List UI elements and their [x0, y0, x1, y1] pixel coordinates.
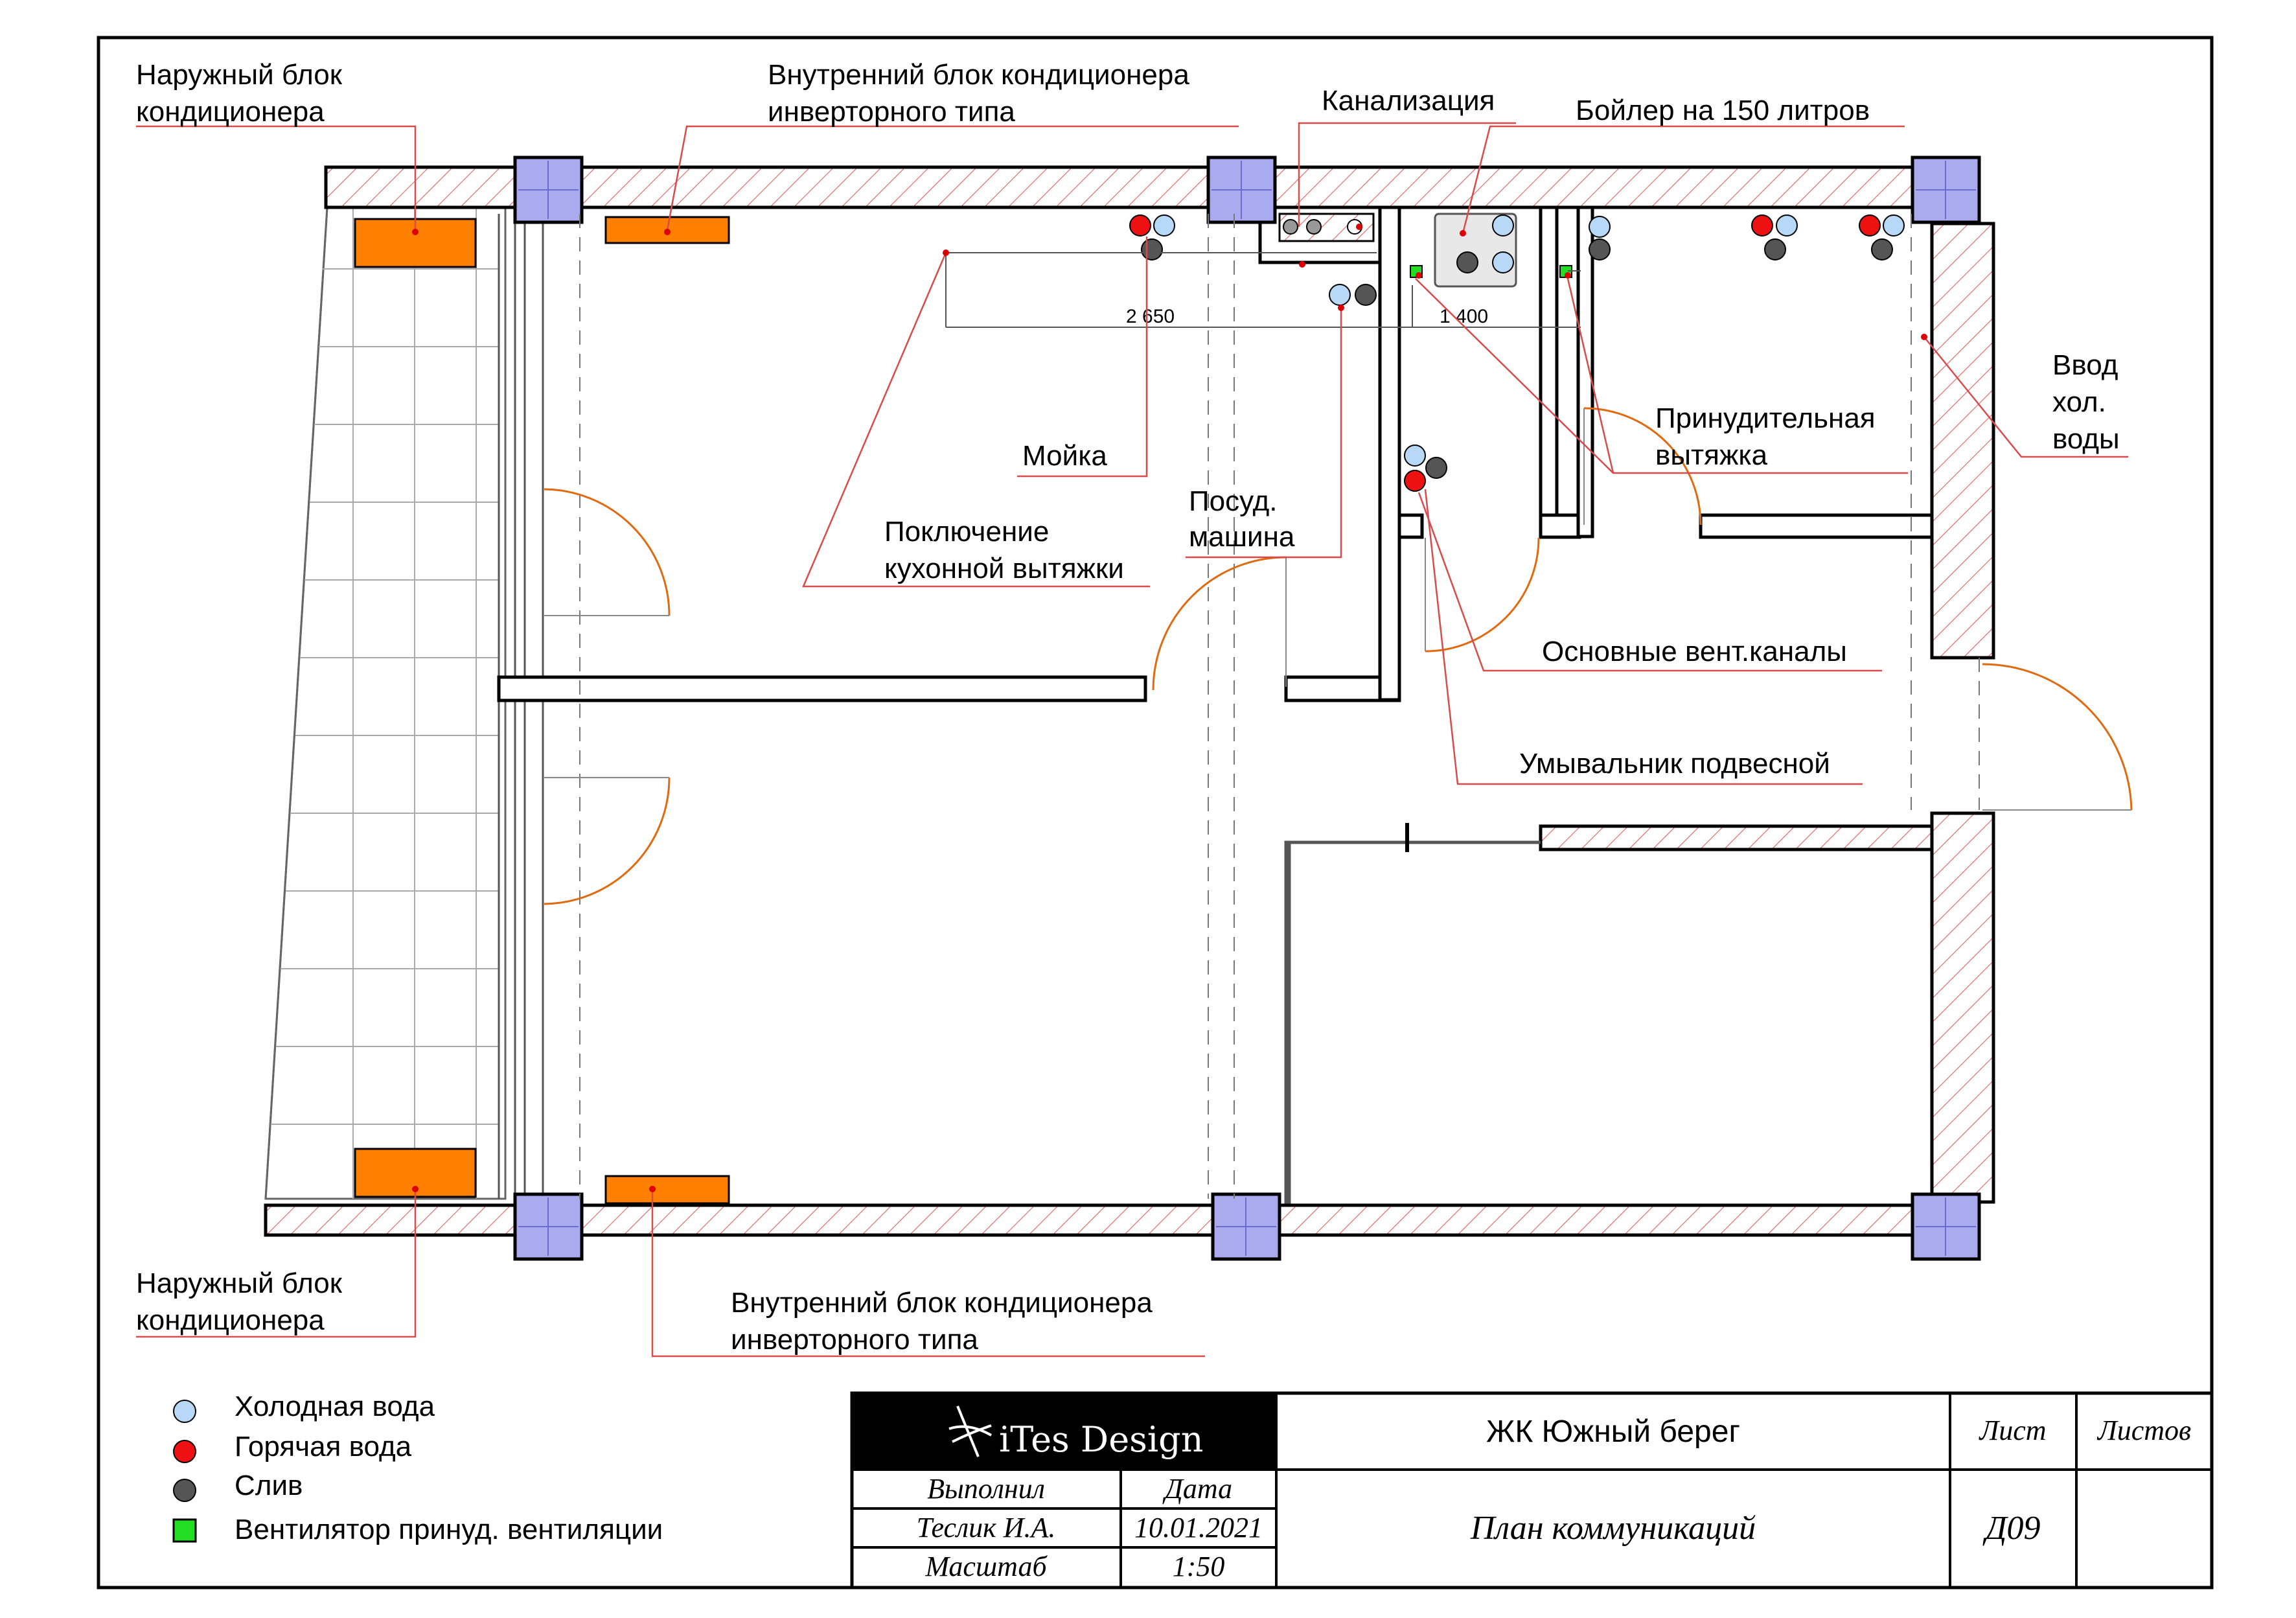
label-dishwasher-2: машина [1189, 521, 1295, 553]
label-vent-channels: Основные вент.каналы [1542, 636, 1847, 667]
cold-water-icon [1776, 214, 1798, 237]
label-outdoor-unit-bottom-1: Наружный блок [136, 1267, 343, 1299]
date-value: 10.01.2021 [1134, 1512, 1263, 1543]
label-cold-water-inlet-2: хол. [2052, 386, 2106, 418]
cold-water-icon [1329, 284, 1351, 306]
logo-panel [852, 1393, 1276, 1470]
legend-label-cold-water: Холодная вода [235, 1391, 435, 1422]
cold-water-icon [1492, 251, 1514, 273]
cold-water-icon [173, 1400, 196, 1423]
performed-label: Выполнил [927, 1473, 1045, 1505]
logo-text: iTes Design [999, 1419, 1204, 1460]
hot-water-icon [1859, 214, 1881, 237]
sheet-label: Лист [1978, 1415, 2046, 1446]
drain-icon [1871, 238, 1893, 260]
plan-labels: Наружный блок кондиционера Внутренний бл… [136, 59, 2120, 1356]
drain-icon [1764, 238, 1786, 260]
drain-icon [1425, 457, 1447, 479]
author-name: Теслик И.А. [917, 1512, 1056, 1543]
label-outdoor-unit-top-1: Наружный блок [136, 59, 343, 91]
label-indoor-unit-bottom-1: Внутренний блок кондиционера [731, 1287, 1153, 1319]
label-sewer: Канализация [1322, 85, 1495, 117]
legend: Холодная вода Горячая вода Слив Вентилят… [172, 1391, 663, 1545]
label-dishwasher-1: Посуд. [1189, 485, 1278, 517]
title-block: iTes Design ЖК Южный берег План коммуник… [850, 1391, 2214, 1589]
leader-lines [136, 122, 2128, 1358]
cold-water-icon [1883, 214, 1905, 237]
drain-icon [1141, 238, 1163, 260]
ceiling-lines [579, 214, 1980, 1199]
label-cold-water-inlet-3: воды [2052, 423, 2120, 455]
cold-water-icon [1404, 445, 1426, 467]
hot-water-icon [173, 1440, 196, 1463]
label-boiler: Бойлер на 150 литров [1576, 95, 1870, 126]
drain-icon [1589, 238, 1611, 260]
sheets-label: Листов [2096, 1415, 2191, 1446]
drain-icon [1306, 219, 1322, 235]
balcony [264, 206, 544, 1200]
dimensions: 2 650 1 400 [945, 252, 1581, 328]
label-cold-water-inlet-1: Ввод [2052, 349, 2118, 381]
drain-icon [173, 1479, 196, 1502]
legend-label-fan: Вентилятор принуд. вентиляции [235, 1514, 663, 1545]
cold-water-icon [1492, 214, 1514, 237]
dimension-2650: 2 650 [1126, 306, 1175, 327]
drain-icon [1456, 251, 1478, 273]
cold-water-icon [1589, 216, 1611, 238]
label-sink: Мойка [1022, 440, 1107, 472]
label-forced-exhaust-1: Принудительная [1655, 402, 1876, 434]
leader-dots [412, 224, 1927, 1192]
label-indoor-unit-top-1: Внутренний блок кондиционера [768, 59, 1189, 91]
label-outdoor-unit-bottom-2: кондиционера [136, 1304, 325, 1336]
drain-icon [1355, 284, 1377, 306]
scale-label: Масштаб [924, 1551, 1048, 1582]
label-outdoor-unit-top-2: кондиционера [136, 96, 325, 128]
dragonfly-icon [948, 1405, 992, 1457]
scale-value: 1:50 [1173, 1551, 1225, 1582]
label-hood-connection-2: кухонной вытяжки [884, 553, 1124, 584]
fan-icon [172, 1518, 197, 1543]
date-label: Дата [1162, 1473, 1232, 1505]
legend-label-hot-water: Горячая вода [235, 1431, 412, 1462]
sheet-number: Д09 [1982, 1510, 2040, 1547]
drain-icon [1283, 219, 1298, 235]
hot-water-icon [1404, 470, 1426, 492]
hot-water-icon [1751, 214, 1773, 237]
label-hood-connection-1: Поключение [884, 516, 1049, 548]
columns [513, 156, 1981, 1261]
label-indoor-unit-bottom-2: инверторного типа [731, 1324, 978, 1356]
cold-water-icon [1153, 214, 1175, 237]
indoor-unit-bottom [604, 1175, 730, 1205]
doors [544, 407, 2133, 905]
hot-water-icon [1129, 214, 1151, 237]
label-indoor-unit-top-2: инверторного типа [768, 96, 1015, 128]
project-name: ЖК Южный берег [1486, 1415, 1740, 1449]
label-washbasin: Умывальник подвесной [1519, 748, 1830, 780]
walls [264, 165, 1995, 1237]
label-forced-exhaust-2: вытяжка [1655, 439, 1768, 471]
sheet-title: План коммуникаций [1470, 1510, 1756, 1547]
legend-label-drain: Слив [235, 1470, 303, 1501]
